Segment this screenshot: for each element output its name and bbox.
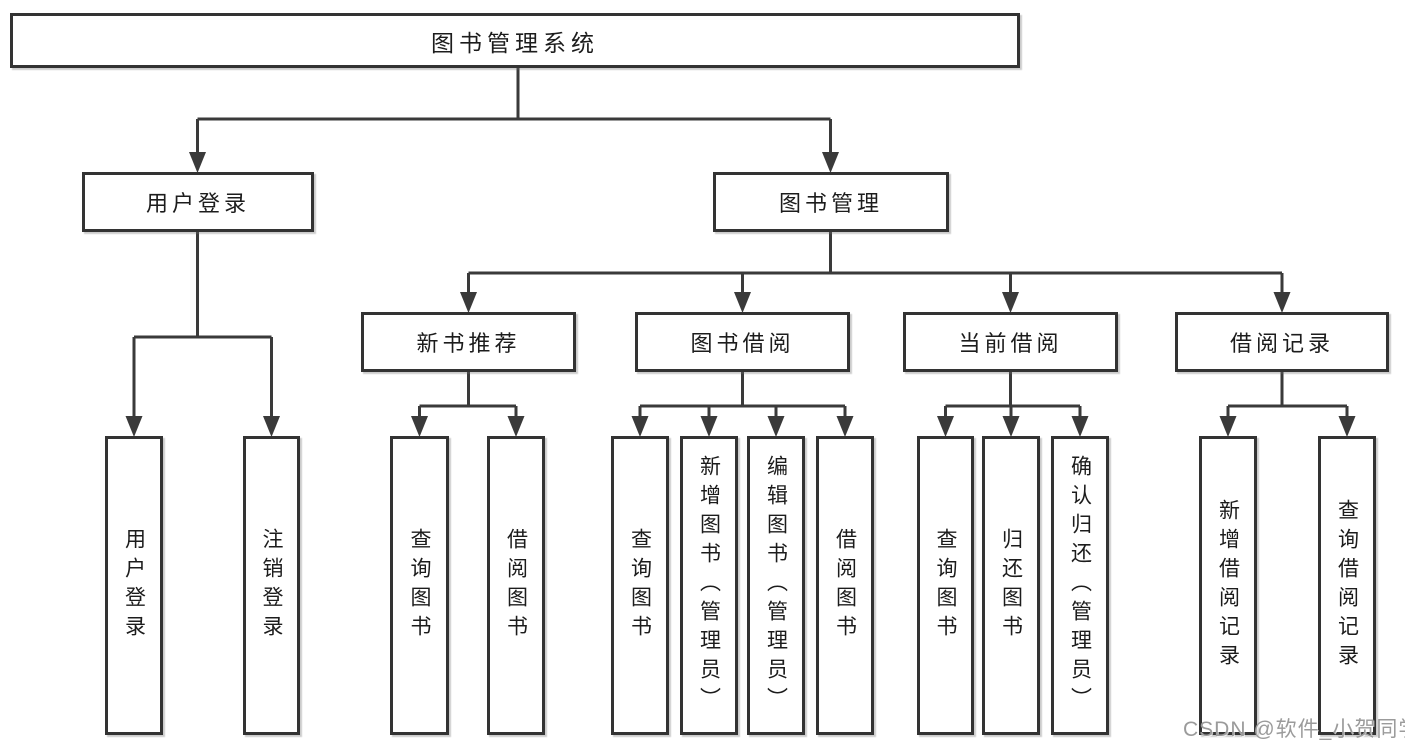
leaf-edit-book-admin: 编辑图书（管理员） bbox=[747, 436, 805, 735]
node-label: 新增图书（管理员） bbox=[697, 455, 721, 716]
leaf-query-books-current: 查询图书 bbox=[917, 436, 974, 735]
node-label: 图书管理 bbox=[778, 191, 883, 216]
leaf-add-borrow-record: 新增借阅记录 bbox=[1199, 436, 1257, 735]
csdn-watermark: CSDN @软件_小贺同学 bbox=[1183, 718, 1405, 741]
node-label: 用户登录 bbox=[122, 527, 146, 644]
node-current-borrowing: 当前借阅 bbox=[903, 312, 1118, 372]
node-label: 归还图书 bbox=[999, 527, 1023, 644]
leaf-logout: 注销登录 bbox=[243, 436, 300, 735]
leaf-borrow-books: 借阅图书 bbox=[816, 436, 874, 735]
node-user-login: 用户登录 bbox=[82, 172, 314, 232]
node-label: 查询图书 bbox=[934, 527, 957, 644]
node-label: 图书借阅 bbox=[690, 331, 795, 356]
leaf-query-books-recommend: 查询图书 bbox=[390, 436, 449, 735]
node-label: 查询图书 bbox=[408, 527, 431, 644]
leaf-borrow-books-recommend: 借阅图书 bbox=[487, 436, 545, 735]
node-label: 用户登录 bbox=[145, 191, 250, 216]
node-book-borrowing: 图书借阅 bbox=[635, 312, 850, 372]
node-new-book-recommend: 新书推荐 bbox=[361, 312, 576, 372]
node-label: 图书管理系统 bbox=[431, 29, 599, 56]
leaf-user-login: 用户登录 bbox=[105, 436, 163, 735]
node-label: 查询借阅记录 bbox=[1335, 498, 1359, 673]
node-label: 编辑图书（管理员） bbox=[764, 455, 788, 716]
node-label: 借阅记录 bbox=[1229, 331, 1334, 356]
node-label: 借阅图书 bbox=[833, 527, 857, 644]
node-label: 新书推荐 bbox=[416, 331, 521, 356]
branch-lines bbox=[132, 68, 1349, 416]
node-library-management-system: 图书管理系统 bbox=[10, 13, 1020, 68]
node-label: 查询图书 bbox=[628, 527, 652, 644]
node-label: 注销登录 bbox=[260, 527, 283, 644]
node-label: 借阅图书 bbox=[504, 527, 528, 644]
leaf-add-book-admin: 新增图书（管理员） bbox=[680, 436, 738, 735]
leaf-confirm-return-admin: 确认归还（管理员） bbox=[1051, 436, 1109, 735]
node-label: 当前借阅 bbox=[958, 331, 1063, 356]
leaf-query-borrow-record: 查询借阅记录 bbox=[1318, 436, 1376, 735]
node-book-management: 图书管理 bbox=[713, 172, 949, 232]
node-label: 新增借阅记录 bbox=[1216, 498, 1240, 673]
leaf-query-books-borrow: 查询图书 bbox=[611, 436, 669, 735]
leaf-return-book: 归还图书 bbox=[982, 436, 1040, 735]
node-label: 确认归还（管理员） bbox=[1068, 455, 1092, 716]
node-borrowing-records: 借阅记录 bbox=[1175, 312, 1389, 372]
